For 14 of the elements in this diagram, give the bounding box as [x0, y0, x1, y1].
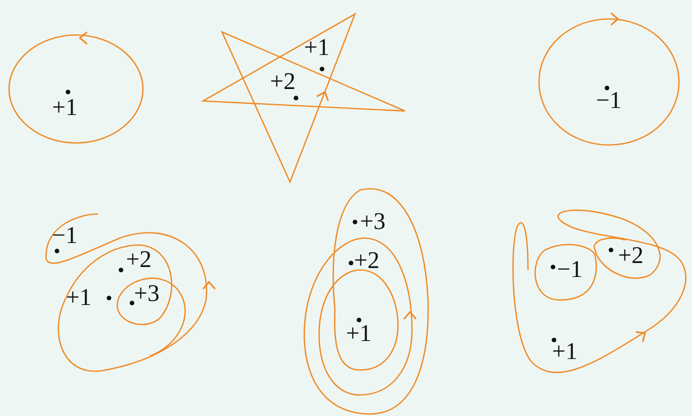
- winding-number: +1: [346, 322, 372, 346]
- winding-number: +2: [126, 248, 152, 272]
- winding-number: −1: [596, 89, 622, 113]
- winding-number: +1: [304, 36, 330, 60]
- winding-number: +1: [66, 286, 92, 310]
- winding-number: +3: [360, 210, 386, 234]
- winding-number: −1: [557, 258, 583, 282]
- winding-number: +2: [618, 244, 644, 268]
- winding-number: −1: [52, 224, 78, 248]
- winding-number: +1: [552, 340, 578, 364]
- winding-number: +2: [354, 249, 380, 273]
- winding-number: +3: [134, 282, 160, 306]
- winding-number: +1: [52, 96, 78, 120]
- winding-number: +2: [270, 70, 296, 94]
